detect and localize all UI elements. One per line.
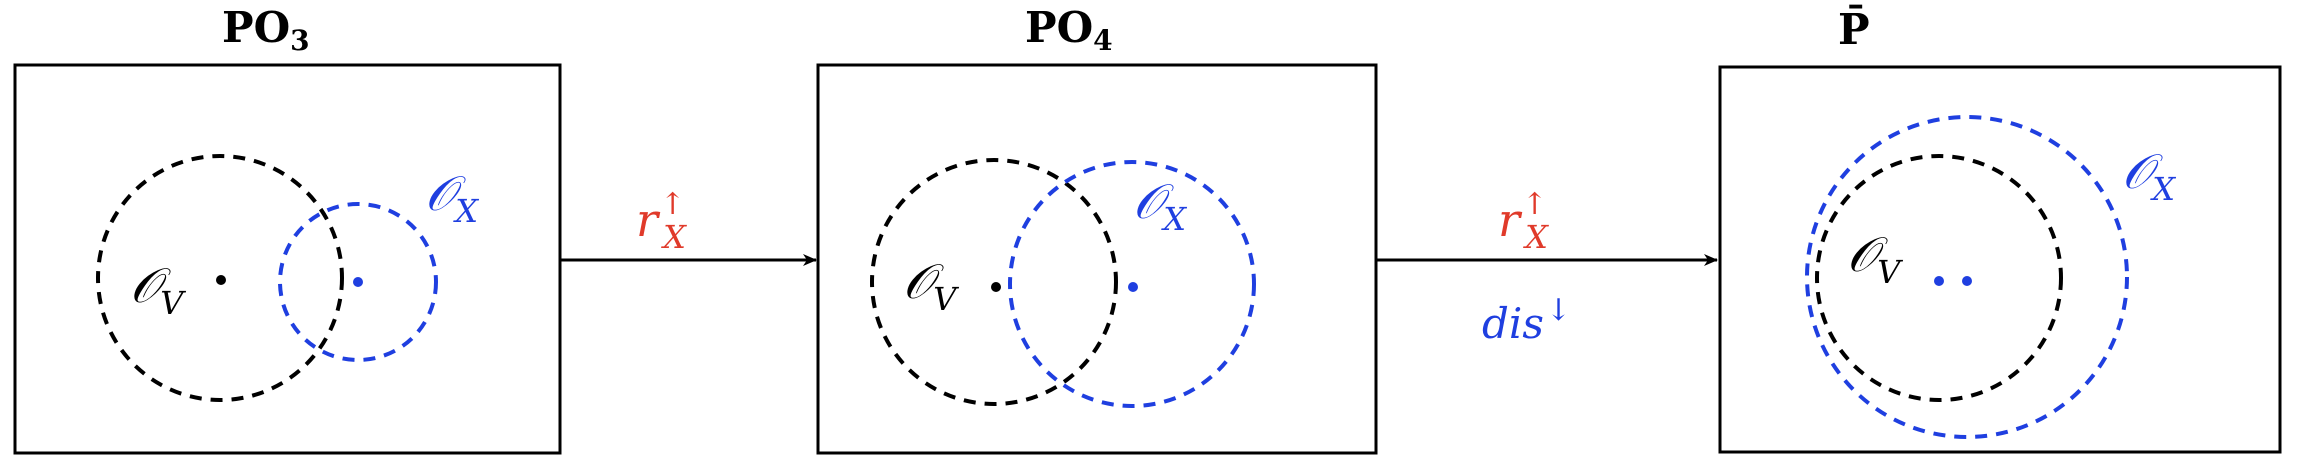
panel-po4-circle-v (870, 158, 1118, 406)
arrow-2: r↑X dis↓ (1376, 187, 1718, 348)
arrow-2-label-r: r↑X (1498, 187, 1549, 256)
panel-pbar-circle-v (1815, 154, 2063, 402)
arrow-2-label-dis: dis↓ (1482, 293, 1571, 348)
panel-pbar-label-x: 𝒪X (2122, 144, 2176, 208)
arrow-1-label-r: r↑X (636, 187, 687, 256)
panel-pbar-point-x (1962, 276, 1972, 286)
panel-po3-label-v: 𝒪V (130, 258, 186, 322)
panel-pbar-circle-x (1805, 115, 2129, 439)
arrow-1: r↑X (560, 187, 817, 266)
panel-po3-title: PO3 (222, 3, 310, 57)
panel-pbar-title: P̄ (1838, 3, 1870, 54)
panel-pbar-point-v (1934, 276, 1944, 286)
panel-po4-point-x (1128, 282, 1138, 292)
panel-po4-label-x: 𝒪X (1133, 174, 1187, 238)
panel-po4-label-v: 𝒪V (903, 254, 959, 318)
panel-pbar: P̄ 𝒪V 𝒪X (1718, 3, 2282, 454)
panel-po4-point-v (991, 282, 1001, 292)
panel-po3: PO3 𝒪V 𝒪X (13, 3, 562, 455)
panel-po3-box (13, 63, 562, 455)
panel-po4: PO4 𝒪V 𝒪X (816, 3, 1378, 455)
panel-po3-circle-v (96, 154, 344, 402)
panel-po4-circle-x (1008, 160, 1256, 408)
panel-po3-point-v (216, 275, 226, 285)
panel-po3-circle-x (278, 202, 438, 362)
panel-pbar-box (1718, 65, 2282, 454)
panel-po3-label-x: 𝒪X (425, 166, 479, 230)
panel-pbar-label-v: 𝒪V (1847, 227, 1903, 291)
panel-po3-point-x (353, 277, 363, 287)
panel-po4-box (816, 63, 1378, 455)
panel-po4-title: PO4 (1025, 3, 1113, 57)
